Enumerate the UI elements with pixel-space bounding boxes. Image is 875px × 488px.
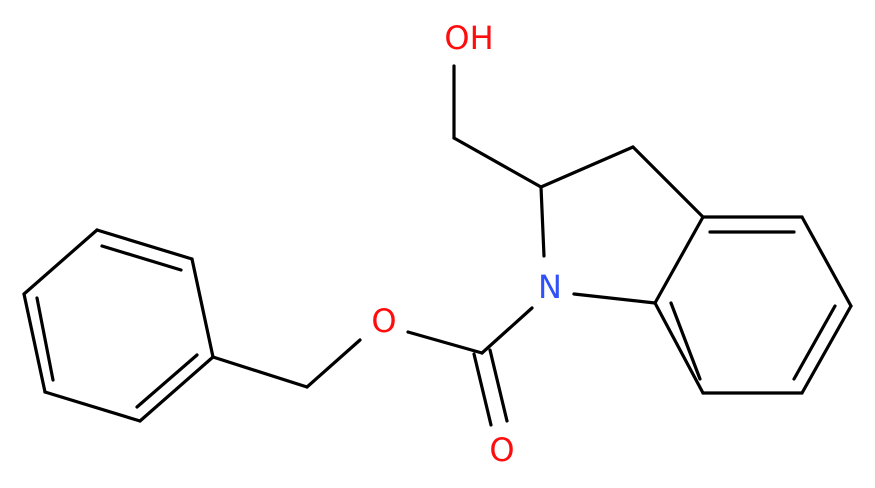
bond bbox=[572, 292, 657, 305]
bond bbox=[539, 145, 635, 189]
double-bond-inner bbox=[792, 304, 837, 381]
benzo-ring bbox=[653, 215, 853, 395]
bond bbox=[190, 257, 215, 359]
bond bbox=[653, 301, 705, 395]
bond bbox=[211, 355, 309, 389]
double-bond-inner bbox=[135, 353, 199, 409]
ester-chain bbox=[211, 306, 534, 427]
hydroxyl-label: OH bbox=[444, 19, 493, 57]
bond bbox=[22, 228, 99, 296]
double-bond-inner bbox=[35, 296, 55, 382]
bond bbox=[95, 228, 194, 261]
bond bbox=[452, 136, 543, 189]
bond bbox=[631, 145, 705, 219]
bond bbox=[138, 355, 215, 423]
bond bbox=[800, 215, 853, 308]
bond bbox=[43, 390, 142, 423]
double-bond-inner bbox=[100, 244, 183, 272]
double-bond-inner bbox=[669, 301, 702, 381]
carbonyl-oxygen-label: O bbox=[489, 431, 514, 469]
bond bbox=[22, 292, 47, 394]
pyrroline-ring bbox=[539, 145, 705, 305]
phenyl-ring bbox=[22, 228, 215, 423]
bond bbox=[480, 306, 534, 355]
bond bbox=[800, 304, 853, 395]
hydroxymethyl-group bbox=[452, 64, 543, 189]
ester-oxygen-label: O bbox=[371, 302, 396, 340]
bond bbox=[653, 215, 705, 305]
bond bbox=[406, 330, 484, 355]
carbonyl-double-bond bbox=[488, 348, 509, 423]
carbonyl-double-bond bbox=[472, 352, 493, 427]
bond bbox=[305, 338, 362, 389]
bond bbox=[539, 185, 546, 258]
nitrogen-label: N bbox=[538, 268, 562, 306]
